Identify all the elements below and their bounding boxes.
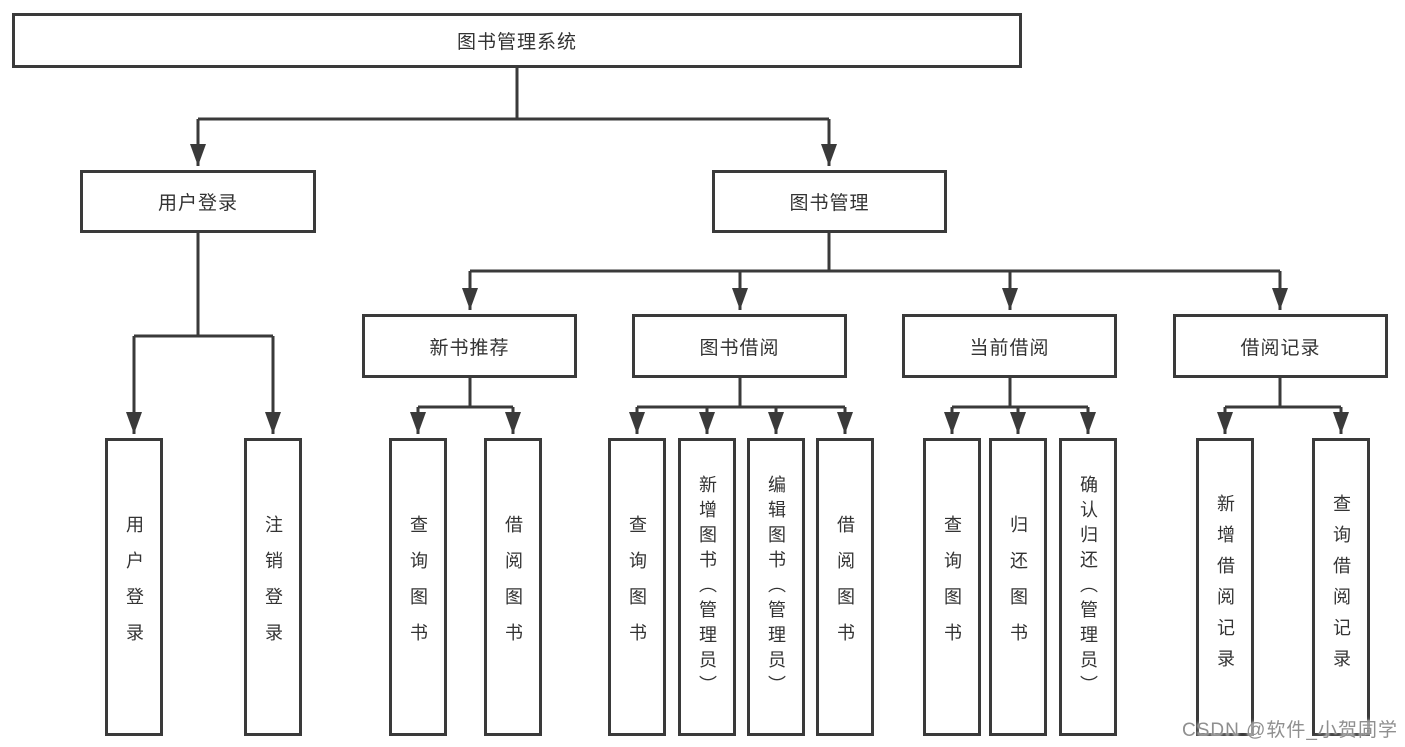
node-book-borrow-label: 图书借阅 (699, 337, 780, 359)
leaf-query-borrow-record-label: 查询借阅记录 (1331, 494, 1351, 680)
leaf-return-book-label: 归还图书 (1008, 515, 1028, 659)
leaf-add-borrow-record-label: 新增借阅记录 (1215, 494, 1235, 680)
node-borrow-records-label: 借阅记录 (1240, 337, 1321, 359)
node-current-borrow-label: 当前借阅 (969, 337, 1050, 359)
leaf-confirm-return-admin-label: 确认归还（管理员） (1078, 474, 1098, 700)
node-root: 图书管理系统 (12, 13, 1022, 68)
leaf-add-borrow-record: 新增借阅记录 (1196, 438, 1254, 736)
leaf-return-book: 归还图书 (989, 438, 1047, 736)
node-new-book-recommend: 新书推荐 (362, 314, 577, 378)
node-book-borrow: 图书借阅 (632, 314, 847, 378)
node-new-book-recommend-label: 新书推荐 (429, 337, 510, 359)
leaf-edit-book-admin: 编辑图书（管理员） (747, 438, 805, 736)
node-root-label: 图书管理系统 (456, 32, 577, 53)
node-current-borrow: 当前借阅 (902, 314, 1117, 378)
leaf-query-books-current-label: 查询图书 (942, 515, 962, 659)
leaf-borrow-books-borrow: 借阅图书 (816, 438, 874, 736)
leaf-logout-label: 注销登录 (263, 515, 283, 659)
leaf-borrow-books-recommend-label: 借阅图书 (503, 515, 523, 659)
leaf-logout: 注销登录 (244, 438, 302, 736)
node-user-login-label: 用户登录 (157, 193, 238, 214)
node-book-management-label: 图书管理 (789, 193, 870, 214)
leaf-borrow-books-recommend: 借阅图书 (484, 438, 542, 736)
leaf-query-books-recommend-label: 查询图书 (408, 515, 428, 659)
node-borrow-records: 借阅记录 (1173, 314, 1388, 378)
leaf-query-books-current: 查询图书 (923, 438, 981, 736)
leaf-query-borrow-record: 查询借阅记录 (1312, 438, 1370, 736)
leaf-query-books-borrow: 查询图书 (608, 438, 666, 736)
leaf-add-book-admin: 新增图书（管理员） (678, 438, 736, 736)
leaf-borrow-books-borrow-label: 借阅图书 (835, 515, 855, 659)
watermark: CSDN @软件_小贺同学 (1182, 720, 1398, 741)
node-user-login: 用户登录 (80, 170, 316, 233)
leaf-query-books-borrow-label: 查询图书 (627, 515, 647, 659)
leaf-user-login: 用户登录 (105, 438, 163, 736)
node-book-management: 图书管理 (712, 170, 947, 233)
leaf-user-login-label: 用户登录 (124, 515, 144, 659)
leaf-add-book-admin-label: 新增图书（管理员） (697, 474, 717, 700)
leaf-edit-book-admin-label: 编辑图书（管理员） (766, 474, 786, 700)
leaf-query-books-recommend: 查询图书 (389, 438, 447, 736)
leaf-confirm-return-admin: 确认归还（管理员） (1059, 438, 1117, 736)
connector-segments (126, 68, 1349, 434)
